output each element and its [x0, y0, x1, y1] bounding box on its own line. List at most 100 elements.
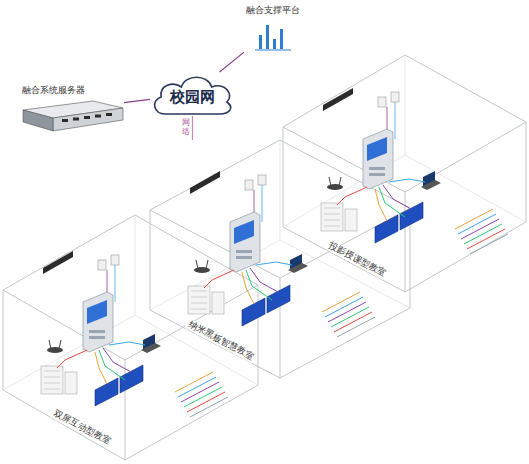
panel-slot [236, 256, 252, 259]
cable [246, 270, 272, 300]
cable [57, 350, 87, 368]
cable [256, 262, 292, 265]
panel-screen [367, 137, 387, 161]
wire-sample [337, 317, 375, 337]
server-rack [22, 100, 124, 134]
panel-line [324, 214, 340, 215]
microphone-stem [196, 260, 198, 269]
icon-bar [273, 39, 276, 49]
wall-board [43, 251, 73, 274]
icon-bar [259, 35, 262, 49]
panel-screen [234, 220, 254, 244]
cloud-outline [155, 77, 231, 114]
room-label: 双屏互动型教室 [50, 407, 114, 448]
wire-sample [190, 397, 228, 417]
control-panel [83, 292, 113, 352]
equipment-panel [212, 292, 224, 314]
wall-device [258, 175, 266, 185]
wall-board [190, 171, 220, 194]
room-label: 纳米黑板智慧教室 [185, 318, 257, 363]
control-panel [230, 212, 260, 272]
panel-line [324, 220, 340, 221]
panel-slot [89, 330, 105, 333]
panel-line [324, 208, 340, 209]
icon-bar [266, 25, 269, 49]
panel-line [44, 383, 60, 384]
panel-line [191, 309, 207, 310]
cloud-node: 校园网 [150, 72, 235, 116]
room-devices [41, 88, 508, 417]
wall-device [98, 260, 106, 270]
network-link [124, 99, 150, 102]
equipment-panel [188, 286, 210, 314]
panel-line [191, 297, 207, 298]
signal-wire [262, 185, 263, 222]
room-back-edge [3, 215, 258, 390]
room-outline [150, 140, 410, 378]
room-label: 投影授课型教室 [325, 239, 389, 280]
cable [99, 350, 125, 380]
icon-bar [280, 29, 283, 49]
cable [383, 185, 411, 209]
rack-bay [62, 119, 68, 122]
panel-line [44, 389, 60, 390]
wall-device [378, 97, 386, 107]
microphone-stem [49, 340, 51, 349]
microphone-stem [206, 260, 208, 269]
rack-bay [84, 116, 90, 119]
cable [109, 342, 145, 345]
node-label: 融合支撑平台 [244, 4, 302, 17]
rack-bay [95, 115, 101, 118]
icon-base [255, 49, 291, 50]
wire-sample [470, 234, 508, 254]
control-panel [363, 129, 393, 189]
wall-device [111, 255, 119, 265]
panel-slot [89, 336, 105, 339]
panel-line [44, 377, 60, 378]
rack-side [23, 110, 53, 131]
panel-slot [236, 250, 252, 253]
device-group [321, 88, 508, 254]
panel-line [44, 371, 60, 372]
network-link [220, 52, 244, 72]
classroom-node: 投影授课型教室 [283, 55, 526, 292]
panel-screen [87, 300, 107, 324]
microphone-stem [329, 177, 331, 186]
rack-bay [106, 113, 112, 116]
equipment-panel [321, 203, 343, 231]
network-link [192, 116, 193, 140]
cable [250, 268, 278, 292]
edge-label: 网络 [182, 119, 190, 137]
classroom-node: 纳米黑板智慧教室 [150, 140, 410, 378]
cable [242, 272, 254, 304]
cable [375, 189, 387, 221]
panel-line [324, 226, 340, 227]
server-node: 融合系统服务器 [22, 84, 124, 134]
equipment-panel [345, 209, 357, 231]
node-label: 校园网 [170, 88, 215, 107]
signal-wire [395, 102, 396, 139]
rack-front [53, 108, 123, 131]
rack-bay [73, 118, 79, 121]
wall-device [245, 180, 253, 190]
room-back-edge [283, 55, 526, 227]
microphone [194, 267, 210, 273]
cable [103, 348, 131, 372]
panel-slot [369, 173, 385, 176]
cable [95, 352, 107, 384]
microphone [47, 347, 63, 353]
room-outline [3, 215, 258, 460]
microphone [327, 184, 343, 190]
panel-slot [369, 167, 385, 170]
cable [379, 187, 405, 217]
equipment-panel [65, 372, 77, 394]
panel-line [191, 303, 207, 304]
node-label: 融合系统服务器 [22, 84, 124, 97]
cable [204, 270, 234, 288]
signal-wire [115, 265, 116, 302]
equipment-panel [41, 366, 63, 394]
microphone-stem [59, 340, 61, 349]
